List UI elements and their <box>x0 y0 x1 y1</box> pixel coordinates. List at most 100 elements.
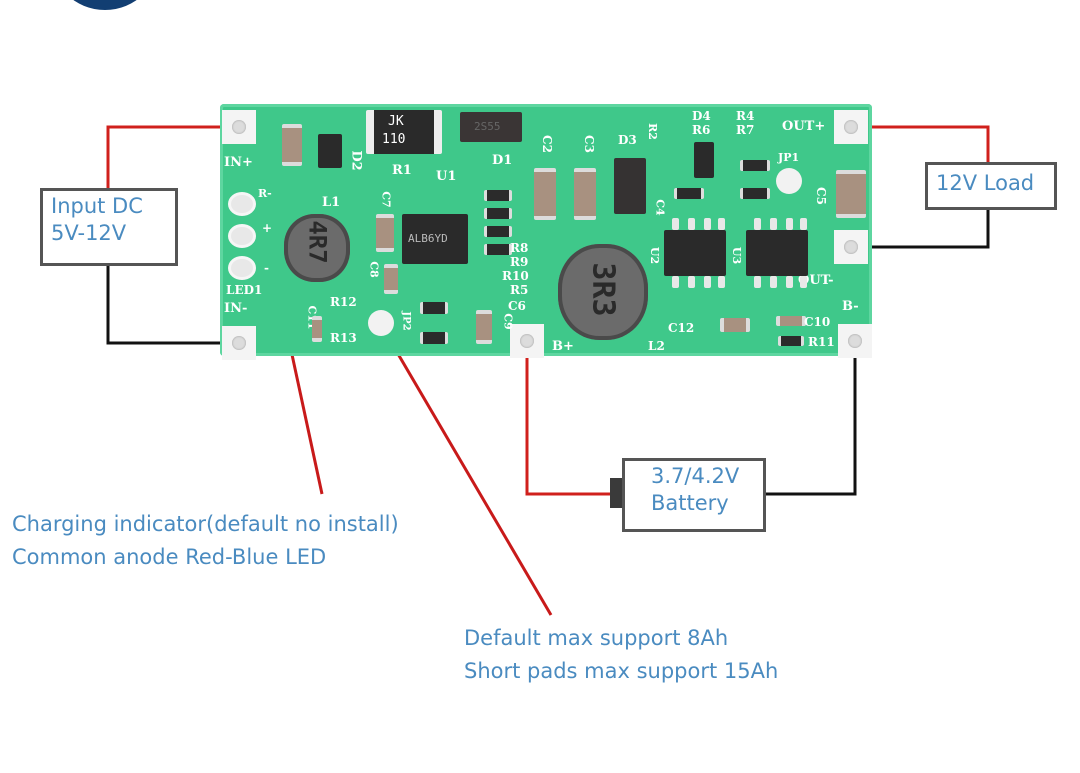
pad-b-plus <box>510 324 544 358</box>
ic-u3 <box>746 230 808 276</box>
battery-line1: 3.7/4.2V <box>651 464 740 488</box>
resistor-r5 <box>484 244 512 255</box>
ref-r2: R2 <box>645 123 659 140</box>
pad-out-plus <box>834 110 868 144</box>
ref-c12: C12 <box>668 321 695 335</box>
ref-c5: C5 <box>813 187 828 205</box>
pcb-board: IN+ IN- OUT+ OUT- B+ B- R- + - LED1 JK 1… <box>220 104 872 360</box>
resistor-r11 <box>778 336 804 346</box>
ref-u3: U3 <box>730 246 744 265</box>
charging-indicator-note: Charging indicator(default no install) C… <box>12 508 399 573</box>
label-b-minus: B- <box>842 299 859 314</box>
ic-u1: ALB6YD <box>402 214 468 264</box>
pad-out-minus <box>834 230 868 264</box>
inductor-l2: 3R3 <box>558 244 648 340</box>
input-dc-label-box: Input DC 5V-12V <box>40 188 178 266</box>
resistor-r4 <box>740 160 770 171</box>
resistor-r8 <box>484 190 512 201</box>
ref-u1: U1 <box>436 169 457 184</box>
ref-c4: C4 <box>653 199 667 216</box>
ref-u2: U2 <box>648 246 662 265</box>
capacitor-c9 <box>476 310 492 344</box>
capacitor-c12 <box>720 318 750 332</box>
wire-battery-negative <box>766 343 857 496</box>
ref-c2: C2 <box>539 135 554 153</box>
transistor-d4 <box>694 142 714 178</box>
battery-label-box: 3.7/4.2V Battery <box>622 458 766 532</box>
wire-output-positive <box>851 125 990 166</box>
jumper-jp1 <box>776 168 802 194</box>
label-led-r: R- <box>258 187 272 200</box>
capacity-line2: Short pads max support 15Ah <box>464 658 779 683</box>
battery-line2: Battery <box>651 491 729 516</box>
label-led-plus: + <box>262 221 273 235</box>
ref-c8: C8 <box>367 261 381 278</box>
ref-r8: R8 <box>510 241 529 255</box>
capacitor-c10 <box>776 316 806 326</box>
resistor-r9 <box>484 208 512 219</box>
wire-battery-positive <box>525 343 615 496</box>
pad-in-plus <box>222 110 256 144</box>
resistor-r10 <box>484 226 512 237</box>
charging-indicator-line1: Charging indicator(default no install) <box>12 512 399 536</box>
ref-r9: R9 <box>510 255 529 269</box>
ref-d4: D4 <box>692 109 711 123</box>
input-dc-line2: 5V-12V <box>51 221 127 246</box>
capacitor-c2 <box>534 168 556 220</box>
label-b-plus: B+ <box>552 339 574 354</box>
resistor-r12 <box>420 302 448 314</box>
capacitor-c5 <box>836 170 866 218</box>
label-led-minus: - <box>264 261 269 275</box>
wire-output-negative <box>851 209 990 249</box>
charging-indicator-line2: Common anode Red-Blue LED <box>12 544 327 569</box>
label-out-plus: OUT+ <box>782 119 826 134</box>
ref-c6: C6 <box>508 299 526 313</box>
battery-terminal-icon <box>610 478 624 508</box>
inductor-l1: 4R7 <box>284 214 350 282</box>
ref-c10: C10 <box>804 315 831 329</box>
label-in-minus: IN- <box>224 301 248 316</box>
capacity-line1: Default max support 8Ah <box>464 626 729 650</box>
ref-r7: R7 <box>736 123 755 137</box>
led-hole-b <box>228 256 256 280</box>
resistor-r7 <box>740 188 770 199</box>
capacitor-c3 <box>574 168 596 220</box>
diode-d1: 2S55 <box>460 112 522 142</box>
input-dc-line1: Input DC <box>51 194 143 218</box>
led-hole-anode <box>228 224 256 248</box>
capacitor-input <box>282 124 302 166</box>
arrow-jp2-line <box>382 329 553 616</box>
ref-jp1: JP1 <box>778 151 800 164</box>
capacitor-c8 <box>384 264 398 294</box>
ref-r5: R5 <box>510 283 529 297</box>
diode-d2 <box>318 134 342 168</box>
pad-in-minus <box>222 326 256 360</box>
ref-d3: D3 <box>618 133 637 147</box>
wire-input-negative <box>106 266 238 345</box>
load-label-box: 12V Load <box>925 162 1057 210</box>
wire-input-positive <box>106 125 238 196</box>
ref-r6: R6 <box>692 123 711 137</box>
capacitor-c11 <box>312 316 322 342</box>
led-hole-r <box>228 192 256 216</box>
ref-r4: R4 <box>736 109 755 123</box>
ref-r12: R12 <box>330 295 357 309</box>
resistor-r13 <box>420 332 448 344</box>
resistor-r6 <box>674 188 704 199</box>
label-in-plus: IN+ <box>224 155 253 170</box>
ref-c9: C9 <box>501 313 515 330</box>
fuse-jk110: JK 110 <box>366 110 442 154</box>
ref-r10: R10 <box>502 269 529 283</box>
capacitor-c7 <box>376 214 394 252</box>
jumper-jp2 <box>368 310 394 336</box>
diode-d3 <box>614 158 646 214</box>
pad-b-minus <box>838 324 872 358</box>
ref-r1: R1 <box>392 163 412 178</box>
ref-c3: C3 <box>581 135 596 153</box>
label-led1: LED1 <box>226 283 263 297</box>
ref-d2: D2 <box>348 150 364 171</box>
ref-r11: R11 <box>808 335 835 349</box>
ref-d1: D1 <box>492 153 513 168</box>
load-label: 12V Load <box>936 171 1035 195</box>
ref-l1: L1 <box>322 195 341 210</box>
